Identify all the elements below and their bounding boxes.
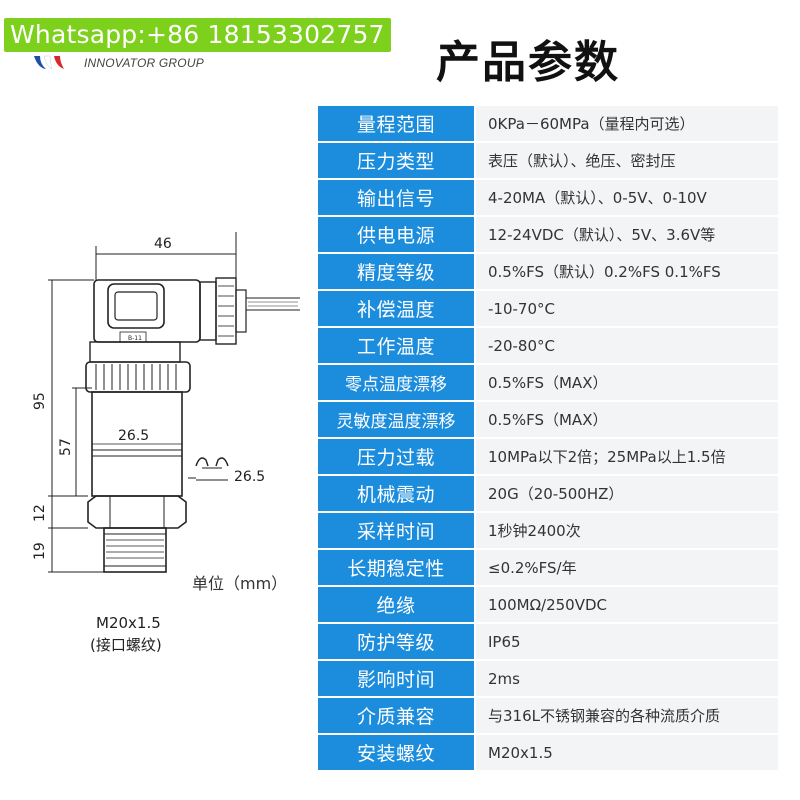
spec-label: 工作温度 [318,328,474,363]
spec-label: 影响时间 [318,661,474,696]
thread-note: (接口螺纹) [90,636,162,654]
dim-width-46: 46 [154,236,172,252]
thread-spec: M20x1.5 (接口螺纹) [90,612,162,656]
spec-row: 压力类型表压（默认）、绝压、密封压 [318,143,778,178]
dim-hex-width: 26.5 [234,469,265,485]
spec-value: 2ms [476,661,778,696]
dim-body-diameter: 26.5 [118,428,149,444]
spec-value: -20-80°C [476,328,778,363]
spec-label: 绝缘 [318,587,474,622]
spec-value: 1秒钟2400次 [476,513,778,548]
spec-label: 量程范围 [318,106,474,141]
spec-label: 零点温度漂移 [318,365,474,400]
spec-value: 表压（默认）、绝压、密封压 [476,143,778,178]
spec-value: 12-24VDC（默认）、5V、3.6V等 [476,217,778,252]
spec-value: -10-70°C [476,291,778,326]
spec-row: 工作温度-20-80°C [318,328,778,363]
page-title: 产品参数 [436,37,620,88]
spec-label: 采样时间 [318,513,474,548]
spec-label: 灵敏度温度漂移 [318,402,474,437]
spec-row: 补偿温度-10-70°C [318,291,778,326]
spec-label: 安装螺纹 [318,735,474,770]
spec-value: ≤0.2%FS/年 [476,550,778,585]
spec-label: 精度等级 [318,254,474,289]
spec-value: 0.5%FS（MAX） [476,402,778,437]
dim-body-57: 57 [58,438,74,456]
spec-value: 与316L不锈钢兼容的各种流质介质 [476,698,778,733]
spec-label: 压力过载 [318,439,474,474]
spec-row: 介质兼容与316L不锈钢兼容的各种流质介质 [318,698,778,733]
thread-label: M20x1.5 [96,614,161,632]
spec-row: 长期稳定性≤0.2%FS/年 [318,550,778,585]
whatsapp-watermark: Whatsapp:+86 18153302757 [4,18,391,52]
spec-label: 机械震动 [318,476,474,511]
spec-label: 补偿温度 [318,291,474,326]
spec-value: 0.5%FS（MAX） [476,365,778,400]
spec-value: M20x1.5 [476,735,778,770]
spec-value: 20G（20-500HZ） [476,476,778,511]
spec-value: 10MPa以下2倍；25MPa以上1.5倍 [476,439,778,474]
spec-value: 0.5%FS（默认）0.2%FS 0.1%FS [476,254,778,289]
spec-value: IP65 [476,624,778,659]
brand-logo-icon [34,55,64,70]
spec-label: 输出信号 [318,180,474,215]
whatsapp-text: Whatsapp:+86 18153302757 [10,20,385,49]
dim-thread-19: 19 [32,542,48,560]
spec-value: 100MΩ/250VDC [476,587,778,622]
unit-label: 单位（mm） [192,574,288,593]
sensor-drawing: 46 B-11 26.5 26.5 95 57 12 19 [32,232,300,573]
spec-label: 供电电源 [318,217,474,252]
connector-mark: B-11 [128,335,142,342]
spec-label: 防护等级 [318,624,474,659]
spec-value: 4-20MA（默认）、0-5V、0-10V [476,180,778,215]
dim-total-height-95: 95 [32,392,48,410]
spec-label: 长期稳定性 [318,550,474,585]
spec-label: 介质兼容 [318,698,474,733]
spec-label: 压力类型 [318,143,474,178]
dim-hex-12: 12 [32,504,48,522]
spec-value: 0KPa－60MPa（量程内可选） [476,106,778,141]
brand-name: INNOVATOR GROUP [84,56,204,70]
